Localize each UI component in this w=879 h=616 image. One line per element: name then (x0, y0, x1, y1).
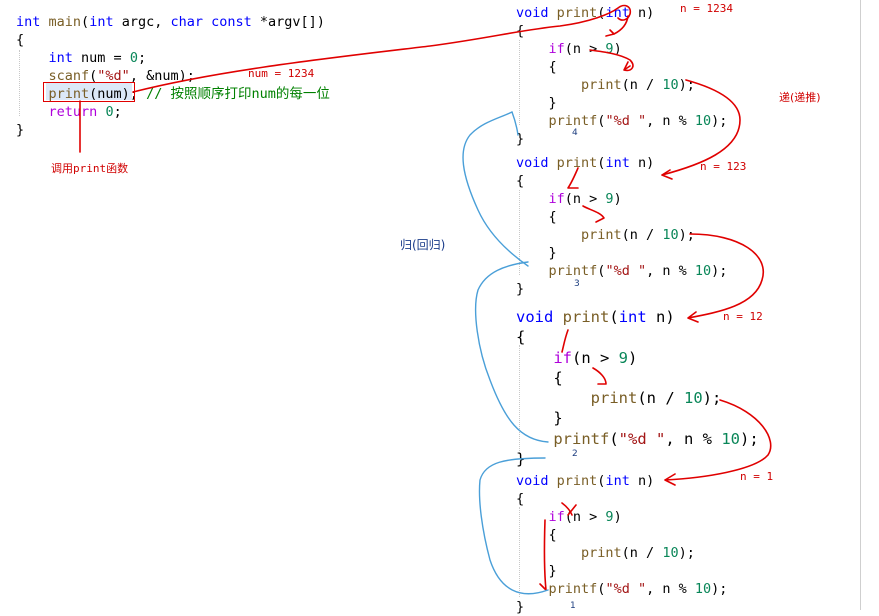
indent-guide (519, 345, 520, 453)
code-line: { (516, 173, 525, 189)
code-line: { (516, 328, 526, 347)
indent-guide (519, 507, 520, 597)
flow-arrow (561, 329, 569, 353)
call-arrow (132, 4, 632, 93)
code-line: } (516, 599, 525, 615)
code-line: { (553, 368, 563, 387)
return-arrow (474, 261, 549, 443)
code-line: } (548, 245, 557, 261)
code-line: print(n / 10); (590, 389, 722, 408)
flow-arrow (605, 15, 629, 37)
code-line: print(n / 10); (581, 227, 695, 243)
recursion-arrow (687, 233, 765, 323)
code-line: if(n > 9) (548, 509, 622, 525)
call-print-note: 调用print函数 (51, 162, 129, 175)
code-line: } (548, 95, 557, 111)
line-highlight (46, 83, 132, 100)
output-digit: 2 (572, 449, 578, 459)
indent-guide (519, 40, 520, 125)
indent-guide (519, 190, 520, 275)
flow-arrow (582, 205, 605, 223)
code-line: int num = 0; (48, 50, 147, 66)
code-line: } (516, 131, 525, 147)
code-line: printf("%d ", n % 10); (548, 581, 728, 597)
code-line: { (548, 527, 557, 543)
print-block-2: void print(int n) { if(n > 9) { print(n … (516, 154, 727, 298)
code-line: print(n / 10); (581, 77, 695, 93)
print-block-1: void print(int n) { if(n > 9) { print(n … (516, 4, 727, 148)
main-code: int main(int argc, char const *argv[]) {… (16, 13, 330, 139)
n-value-note: n = 1234 (680, 2, 733, 15)
code-line: } (548, 563, 557, 579)
flow-arrow (592, 367, 607, 385)
return-arrow (511, 111, 519, 136)
flow-arrow (539, 519, 547, 591)
code-line: scanf("%d", &num); (48, 68, 195, 84)
return-arrow (478, 457, 549, 595)
output-digit: 1 (570, 601, 576, 611)
code-line: return 0; (48, 104, 122, 120)
code-line: } (516, 281, 525, 297)
code-line: printf("%d ", n % 10); (548, 113, 728, 129)
code-line: void print(int n) (516, 155, 655, 171)
return-label: 归(回归) (400, 238, 446, 252)
print-block-3: void print(int n) { if(n > 9) { print(n … (516, 307, 759, 469)
code-line: if(n > 9) (548, 41, 622, 57)
flow-arrow (567, 167, 579, 189)
code-line: { (16, 32, 25, 48)
indent-guide (19, 50, 20, 116)
code-line: { (548, 59, 557, 75)
code-line: { (548, 209, 557, 225)
code-line: void print(int n) (516, 308, 675, 326)
return-arrow (462, 111, 529, 267)
code-line: printf("%d ", n % 10); (548, 263, 728, 279)
editor-divider (860, 0, 861, 610)
code-line: void print(int n) (516, 5, 655, 21)
n-value-note: n = 12 (723, 310, 763, 323)
output-digit: 4 (572, 128, 578, 138)
code-line: if(n > 9) (553, 348, 638, 367)
recursion-label: 递(递推) (779, 91, 821, 104)
recursion-arrow (664, 399, 772, 486)
num-value-note: num = 1234 (248, 67, 315, 80)
code-line: print(num); // 按照顺序打印num的每一位 (48, 86, 330, 102)
print-block-4: void print(int n) { if(n > 9) { print(n … (516, 472, 727, 616)
n-value-note: n = 1 (740, 470, 774, 483)
code-line: print(n / 10); (581, 545, 695, 561)
code-line: void print(int n) (516, 473, 655, 489)
recursion-arrow (661, 79, 741, 180)
code-line: printf("%d ", n % 10); (553, 429, 759, 448)
code-line: } (553, 409, 563, 428)
code-line: if(n > 9) (548, 191, 622, 207)
code-line: } (16, 122, 25, 138)
code-line: { (516, 491, 525, 507)
output-digit: 3 (574, 279, 580, 289)
n-value-note: n = 123 (700, 160, 747, 173)
flow-arrow (561, 502, 577, 516)
code-line: int main(int argc, char const *argv[]) (16, 14, 325, 30)
flow-arrow (589, 49, 634, 72)
